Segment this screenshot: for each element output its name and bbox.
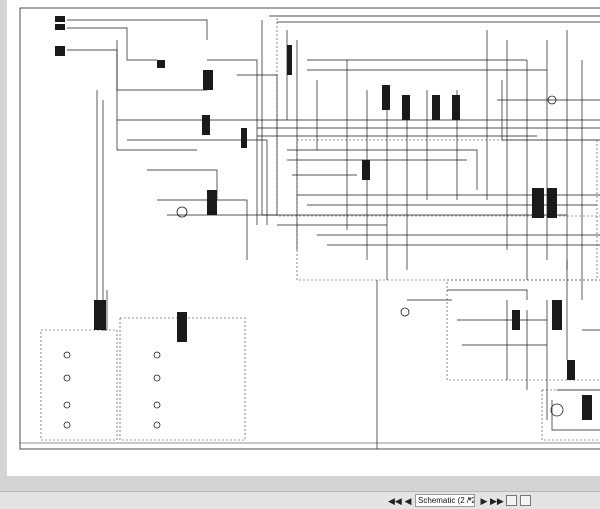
page-selector-value: Schematic (2 / 2)	[418, 496, 475, 505]
schematic-page	[7, 0, 600, 476]
circles	[63, 95, 564, 429]
previous-page-icon: ◀	[404, 496, 412, 506]
wiring-schematic	[19, 7, 600, 450]
components	[55, 16, 592, 420]
last-page-button[interactable]: ▶▶	[490, 495, 504, 507]
document-viewer[interactable]	[0, 0, 600, 491]
last-page-icon: ▶▶	[490, 496, 504, 506]
first-page-icon: ◀◀	[388, 496, 402, 506]
next-page-icon: ▶	[480, 496, 488, 506]
page-selector[interactable]: Schematic (2 / 2) ▼	[415, 494, 475, 507]
viewer-toolbar: ◀◀ ◀ Schematic (2 / 2) ▼ ▶ ▶▶	[0, 491, 600, 509]
first-page-button[interactable]: ◀◀	[388, 495, 402, 507]
facing-pages-view-button[interactable]	[520, 495, 531, 506]
previous-page-button[interactable]: ◀	[402, 495, 414, 507]
dashed-boundaries	[40, 15, 600, 441]
chevron-down-icon: ▼	[467, 497, 473, 503]
next-page-button[interactable]: ▶	[478, 495, 490, 507]
single-page-view-button[interactable]	[506, 495, 517, 506]
schematic-lines	[67, 15, 600, 449]
drawing-frame	[19, 7, 600, 450]
